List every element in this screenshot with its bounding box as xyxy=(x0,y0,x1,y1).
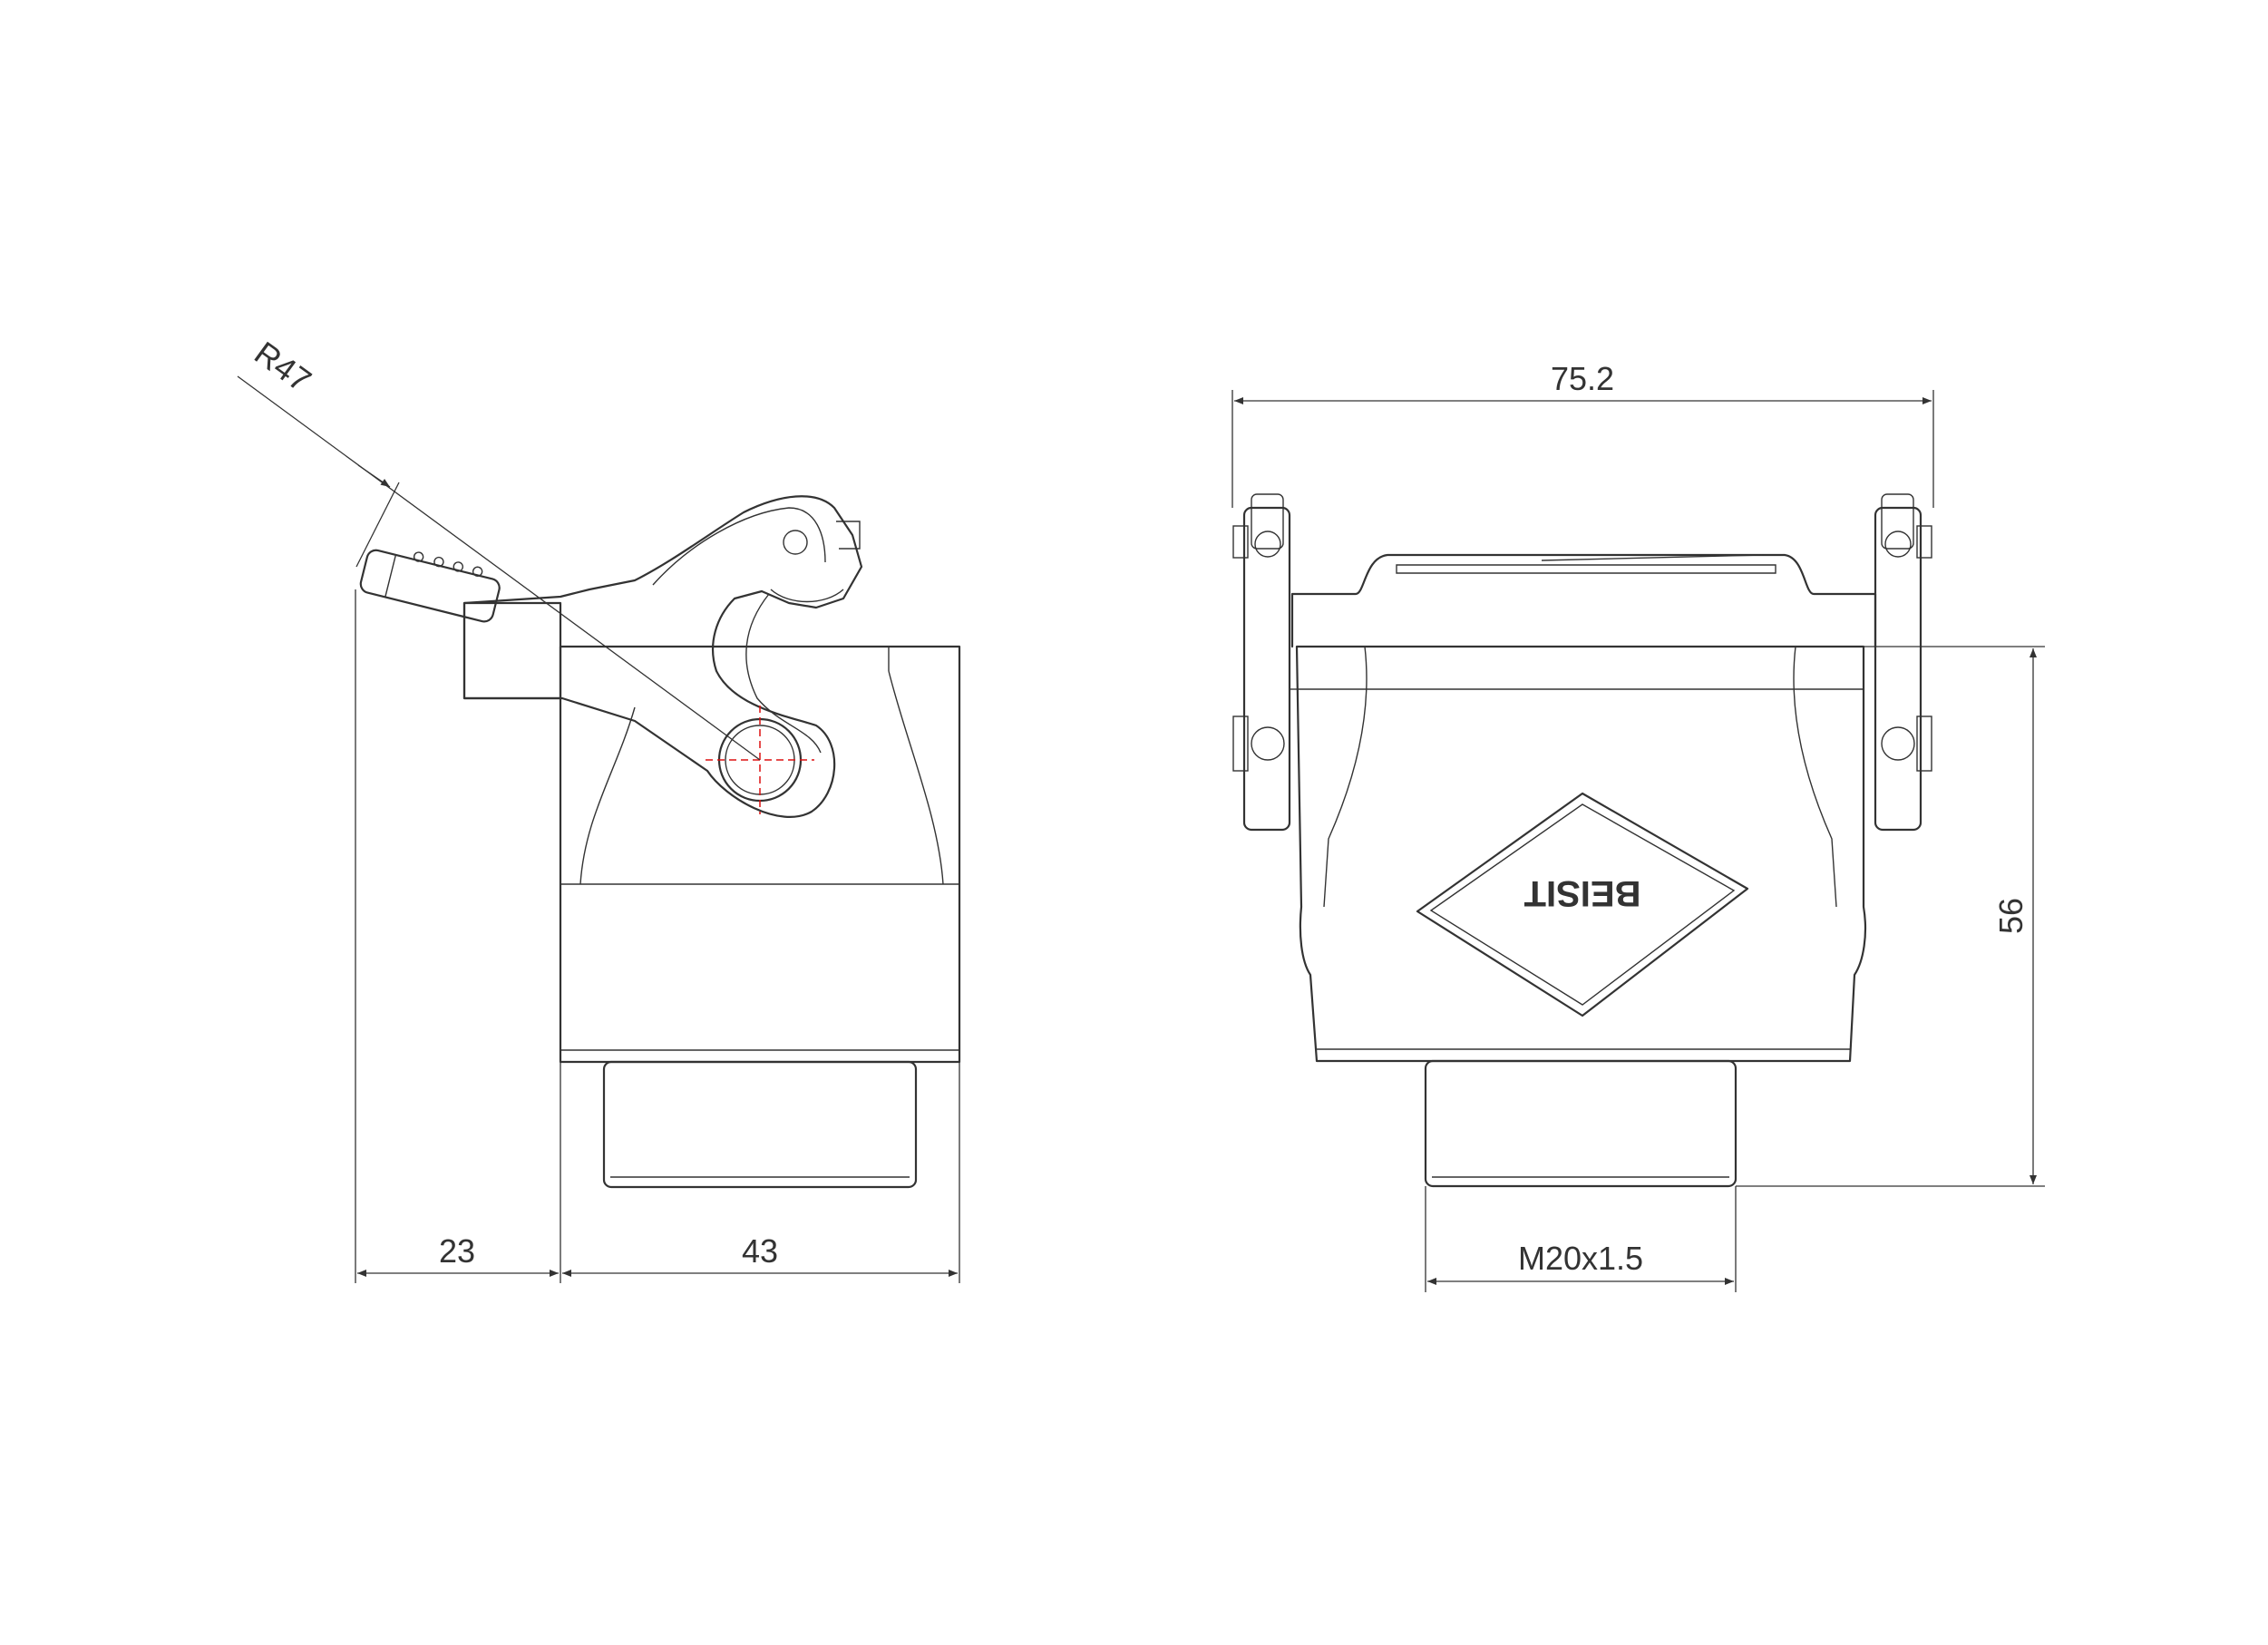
dim-lever-depth: 23 xyxy=(439,1232,475,1270)
side-view: R47 23 43 xyxy=(237,334,961,1283)
logo-diamond xyxy=(1416,792,1749,1017)
front-cable-gland xyxy=(1424,1059,1738,1188)
radius-leader xyxy=(237,375,761,761)
front-right-latch xyxy=(1874,493,1932,832)
front-housing-body xyxy=(1295,645,1867,1063)
front-top-cap xyxy=(1290,553,1877,648)
front-left-latch xyxy=(1232,493,1297,832)
dim-overall-width: 75.2 xyxy=(1551,360,1614,397)
front-view: BEISIT 75.2 56 xyxy=(1231,360,2045,1292)
side-lever-tip xyxy=(359,549,501,623)
side-cable-gland xyxy=(602,1060,918,1189)
side-locking-lever xyxy=(462,495,863,818)
dim-body-width: 43 xyxy=(742,1232,778,1270)
logo-text: BEISIT xyxy=(1524,873,1641,913)
lever-pivot-small xyxy=(783,530,808,555)
dim-thread: M20x1.5 xyxy=(1518,1240,1643,1277)
dim-height: 56 xyxy=(1992,898,2030,934)
radius-label: R47 xyxy=(248,334,318,399)
side-lever-block xyxy=(462,601,562,700)
